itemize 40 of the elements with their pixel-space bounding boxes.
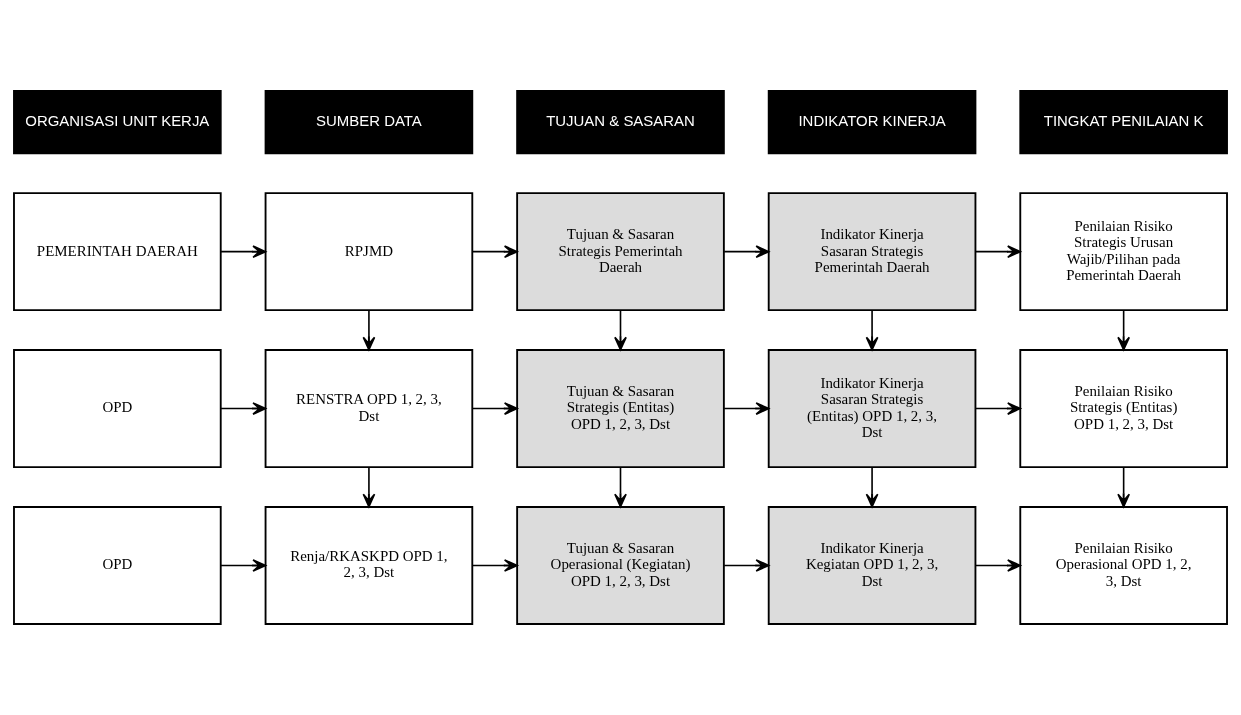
arrow	[865, 309, 879, 351]
arrow	[865, 466, 879, 508]
node-box: Penilaian Risiko Strategis Urusan Wajib/Pilihan pada Pemerintah Daerah	[1019, 192, 1228, 312]
node-box: Indikator Kinerja Kegiatan OPD 1, 2, 3, Dst	[767, 506, 977, 625]
node-box: ORGANISASI UNIT KERJA	[13, 90, 222, 155]
arrow	[723, 245, 770, 259]
arrow	[362, 466, 376, 508]
arrow	[614, 309, 627, 351]
node-box: RENSTRA OPD 1, 2, 3, Dst	[264, 349, 474, 469]
arrow	[471, 245, 518, 259]
node-box: Renja/RKASKPD OPD 1, 2, 3, Dst	[264, 506, 474, 625]
arrow	[1117, 309, 1131, 351]
node-box: TINGKAT PENILAIAN K	[1019, 90, 1228, 155]
node-box: Indikator Kinerja Sasaran Strategis Pemerintah Daerah	[767, 192, 977, 312]
node-box: OPD	[13, 349, 222, 469]
node-box: INDIKATOR KINERJA	[767, 90, 977, 155]
arrow	[220, 559, 267, 572]
arrow	[362, 309, 376, 351]
node-box: Tujuan & Sasaran Operasional (Kegiatan) OPD 1, 2, 3, Dst	[516, 506, 725, 625]
node-box: SUMBER DATA	[264, 90, 474, 155]
arrow	[1117, 466, 1131, 508]
arrow	[974, 245, 1022, 259]
arrow	[220, 245, 267, 259]
arrow	[974, 559, 1022, 572]
node-box: TUJUAN & SASARAN	[516, 90, 725, 155]
arrow	[974, 402, 1022, 415]
arrow	[723, 559, 770, 572]
arrow	[723, 402, 770, 415]
node-box: Tujuan & Sasaran Strategis (Entitas) OPD 1, 2, 3, Dst	[516, 349, 725, 469]
arrow	[471, 559, 518, 572]
node-box: Tujuan & Sasaran Strategis Pemerintah Daerah	[516, 192, 725, 312]
arrow	[220, 402, 267, 415]
node-box: OPD	[13, 506, 222, 625]
node-box: Penilaian Risiko Operasional OPD 1, 2, 3, Dst	[1019, 506, 1228, 625]
node-box: PEMERINTAH DAERAH	[13, 192, 222, 312]
arrow	[471, 402, 518, 415]
arrow	[614, 466, 627, 508]
node-box: Indikator Kinerja Sasaran Strategis (Entitas) OPD 1, 2, 3, Dst	[767, 349, 977, 469]
node-box: Penilaian Risiko Strategis (Entitas) OPD 1, 2, 3, Dst	[1019, 349, 1228, 469]
node-box: RPJMD	[264, 192, 474, 312]
